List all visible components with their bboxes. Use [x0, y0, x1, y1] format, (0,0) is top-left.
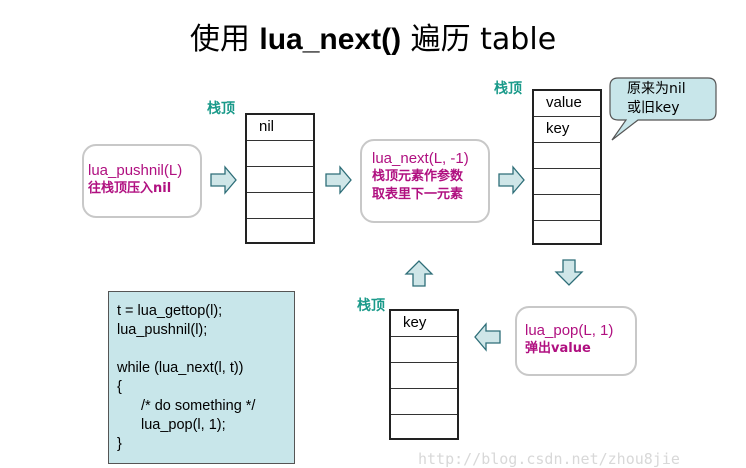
code-blank-line [117, 340, 286, 359]
step-pop-bubble [515, 306, 637, 376]
code-line: lua_pushnil(l); [117, 322, 208, 338]
stack3-top-label: 栈顶 [357, 298, 385, 314]
stack1-cell [247, 193, 313, 219]
stack1-cell: nil [247, 115, 313, 141]
stack2-cell [534, 143, 600, 169]
stack-1: nil [245, 113, 315, 244]
stack1-top-label: 栈顶 [207, 101, 235, 117]
step-pushnil-desc: 往栈顶压入nil [88, 181, 172, 196]
code-line: while (lua_next(l, t)) [117, 360, 244, 376]
title-prefix: 使用 [189, 22, 260, 57]
stack-3: key [389, 309, 459, 440]
stack2-cell [534, 169, 600, 195]
step-next-text: lua_next(L, -1) 栈顶元素作参数 取表里下一元素 [372, 150, 469, 204]
step-pushnil-text: lua_pushnil(L) 往栈顶压入nil [88, 162, 182, 198]
step-next-desc2: 取表里下一元素 [372, 187, 464, 202]
stack3-cell [391, 363, 457, 389]
code-line: { [117, 379, 122, 395]
stack3-cell: key [391, 311, 457, 337]
stack-2: value key [532, 89, 602, 245]
arrow-right-1 [210, 165, 237, 195]
step-pushnil-bubble [82, 144, 202, 218]
code-line: } [117, 436, 122, 452]
stack3-cell [391, 337, 457, 363]
callout-shape [609, 77, 717, 141]
step-next-desc1: 栈顶元素作参数 [372, 169, 464, 184]
step-pop-call: lua_pop(L, 1) [525, 322, 614, 339]
arrow-left [474, 322, 501, 352]
stack3-cell [391, 415, 457, 438]
title-suffix: 遍历 table [401, 22, 557, 57]
stack2-cell: key [534, 117, 600, 143]
step-pushnil-call: lua_pushnil(L) [88, 162, 183, 179]
watermark: http://blog.csdn.net/zhou8jie [418, 450, 680, 468]
code-line: /* do something */ [141, 398, 256, 414]
arrow-right-2 [325, 165, 352, 195]
arrow-right-3 [498, 165, 525, 195]
stack1-cell [247, 167, 313, 193]
step-pop-text: lua_pop(L, 1) 弹出value [525, 322, 613, 358]
code-line: t = lua_gettop(l); [117, 303, 223, 319]
stack3-cell [391, 389, 457, 415]
stack1-cell [247, 219, 313, 242]
diagram-title: 使用 lua_next() 遍历 table [0, 14, 746, 58]
code-block: t = lua_gettop(l); lua_pushnil(l); while… [108, 291, 295, 464]
stack2-top-label: 栈顶 [494, 81, 522, 97]
code-line: lua_pop(l, 1); [141, 417, 226, 433]
step-next-bubble [360, 139, 490, 223]
stack2-cell [534, 221, 600, 243]
stack2-cell [534, 195, 600, 221]
title-func: lua_next() [259, 23, 402, 56]
stack2-cell: value [534, 91, 600, 117]
stack1-cell [247, 141, 313, 167]
arrow-down [554, 259, 584, 286]
callout-line2: 或旧key [627, 100, 680, 116]
step-next-call: lua_next(L, -1) [372, 150, 469, 167]
arrow-up [404, 260, 434, 287]
step-pop-desc: 弹出value [525, 341, 591, 356]
callout-text: 原来为nil 或旧key [627, 80, 686, 118]
callout-line1: 原来为nil [627, 81, 686, 97]
